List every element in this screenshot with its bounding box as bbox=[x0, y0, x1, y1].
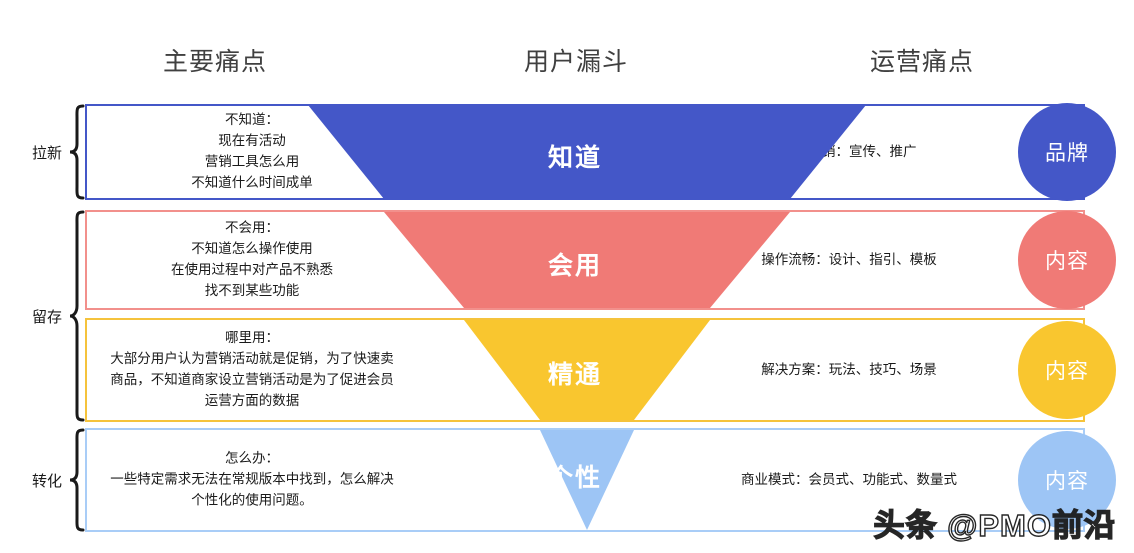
stage-circle-content-3[interactable]: 内容 bbox=[1018, 321, 1116, 419]
ops-text-know: 认知营销：宣传、推广 bbox=[781, 143, 917, 159]
curly-brace-icon bbox=[69, 428, 85, 532]
curly-brace-icon bbox=[69, 210, 85, 422]
header-operation-pain: 运营痛点 bbox=[870, 48, 975, 76]
watermark: 头条 @PMO前沿 bbox=[873, 507, 1116, 543]
bracket-group-retention: 留存 bbox=[22, 210, 86, 422]
funnel-label-know: 知道 bbox=[547, 144, 602, 172]
curly-brace-icon bbox=[69, 104, 85, 200]
bracket-group-acquisition: 拉新 bbox=[22, 104, 86, 200]
pain-text-know: 不知道： 现在有活动 营销工具怎么用 不知道什么时间成单 bbox=[191, 112, 313, 190]
funnel-label-personal: 个性 bbox=[547, 464, 602, 492]
header-pain-points: 主要痛点 bbox=[163, 48, 268, 76]
pain-text-personal: 怎么办： 一些特定需求无法在常规版本中找到，怎么解决个性化的使用问题。 bbox=[110, 450, 394, 508]
ops-text-personal: 商业模式：会员式、功能式、数量式 bbox=[741, 471, 957, 487]
stage-row-personal[interactable]: 怎么办： 一些特定需求无法在常规版本中找到，怎么解决个性化的使用问题。 商业模式… bbox=[85, 428, 1085, 532]
bracket-label-retention: 留存 bbox=[31, 308, 62, 326]
bracket-label-acquisition: 拉新 bbox=[31, 144, 62, 162]
stage-circle-content-4[interactable]: 内容 bbox=[1018, 431, 1116, 529]
funnel-label-master: 精通 bbox=[547, 361, 602, 389]
header-user-funnel: 用户漏斗 bbox=[524, 48, 629, 76]
ops-text-master: 解决方案：玩法、技巧、场景 bbox=[761, 361, 937, 377]
ops-text-use: 操作流畅：设计、指引、模板 bbox=[761, 251, 937, 267]
pain-text-use: 不会用： 不知道怎么操作使用 在使用过程中对产品不熟悉 找不到某些功能 bbox=[171, 220, 333, 298]
stage-circle-brand[interactable]: 品牌 bbox=[1018, 103, 1116, 201]
bracket-label-conversion: 转化 bbox=[31, 472, 62, 490]
column-headers: 主要痛点 用户漏斗 运营痛点 bbox=[0, 0, 1134, 95]
stage-circle-content-2[interactable]: 内容 bbox=[1018, 211, 1116, 309]
bracket-group-conversion: 转化 bbox=[22, 428, 86, 532]
stage-row-master[interactable]: 哪里用： 大部分用户认为营销活动就是促销，为了快速卖商品，不知道商家设立营销活动… bbox=[85, 318, 1085, 422]
pain-text-master: 哪里用： 大部分用户认为营销活动就是促销，为了快速卖商品，不知道商家设立营销活动… bbox=[110, 330, 394, 408]
funnel-label-use: 会用 bbox=[547, 252, 602, 280]
